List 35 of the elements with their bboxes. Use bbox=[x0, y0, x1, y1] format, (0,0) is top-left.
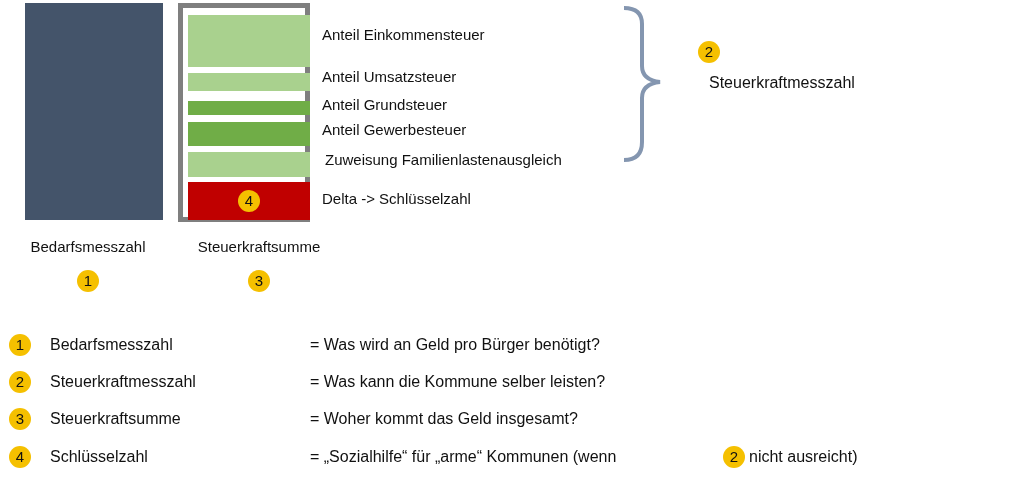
number-badge: 2 bbox=[9, 371, 31, 393]
stacked-bar-frame bbox=[178, 3, 310, 222]
number-badge: 2 bbox=[698, 41, 720, 63]
segment-label: Zuweisung Familienlastenausgleich bbox=[325, 151, 562, 169]
bar-segment bbox=[188, 182, 310, 220]
number-badge: 3 bbox=[9, 408, 31, 430]
bar-segment bbox=[188, 101, 310, 115]
number-badge: 1 bbox=[9, 334, 31, 356]
segment-label: Anteil Gewerbesteuer bbox=[322, 121, 467, 139]
term: Steuerkraftsumme bbox=[50, 410, 181, 428]
bar-segment bbox=[188, 73, 310, 91]
term: Steuerkraftmesszahl bbox=[50, 373, 196, 391]
segment-label: Anteil Umsatzsteuer bbox=[322, 68, 457, 86]
definition: = Was kann die Kommune selber leisten? bbox=[310, 373, 606, 391]
segment-label: Delta -> Schlüsselzahl bbox=[322, 190, 471, 208]
term: Schlüsselzahl bbox=[50, 448, 148, 466]
number-badge: 3 bbox=[248, 270, 270, 292]
number-badge: 4 bbox=[238, 190, 260, 212]
definition: nicht ausreicht) bbox=[749, 448, 858, 466]
definition: = Woher kommt das Geld insgesamt? bbox=[310, 410, 578, 428]
number-badge: 1 bbox=[77, 270, 99, 292]
definition: = Was wird an Geld pro Bürger benötigt? bbox=[310, 336, 600, 354]
bar-segment bbox=[188, 122, 310, 146]
number-badge: 2 bbox=[723, 446, 745, 468]
segment-label: Anteil Grundsteuer bbox=[322, 96, 448, 114]
bar-segment bbox=[188, 152, 310, 177]
bar-caption: Steuerkraftsumme bbox=[197, 238, 321, 256]
brace-label: Steuerkraftmesszahl bbox=[709, 74, 855, 92]
term: Bedarfsmesszahl bbox=[50, 336, 173, 354]
segment-label: Anteil Einkommensteuer bbox=[322, 26, 485, 44]
bar-segment bbox=[188, 15, 310, 67]
bar-segment bbox=[25, 3, 163, 220]
number-badge: 4 bbox=[9, 446, 31, 468]
bar-caption: Bedarfsmesszahl bbox=[30, 238, 146, 256]
definition: = „Sozialhilfe“ für „arme“ Kommunen (wenn bbox=[310, 448, 617, 466]
